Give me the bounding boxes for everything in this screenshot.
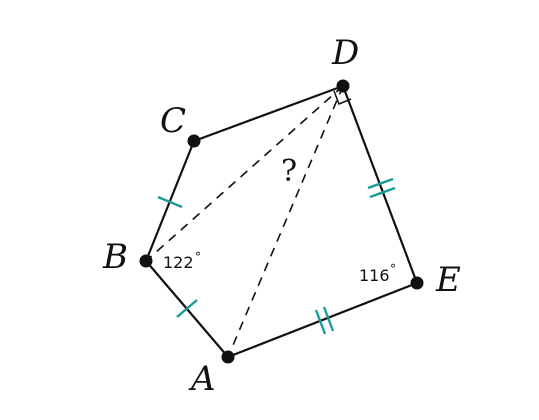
diagonal-da	[227, 85, 344, 358]
diagonal-ae	[227, 282, 418, 358]
vertex-points	[139, 79, 424, 364]
unknown-angle-label: ?	[281, 154, 297, 189]
tick-side-bc	[157, 195, 183, 209]
tick-side-ea-1	[314, 309, 327, 335]
vertex-point-b	[139, 254, 153, 268]
tick-side-ab	[176, 299, 198, 318]
vertex-point-d	[336, 79, 350, 93]
angle-e-degree: °	[390, 262, 396, 276]
vertex-label-e: E	[435, 260, 461, 300]
diagonals	[145, 85, 418, 358]
tick-side-de-2	[369, 186, 396, 199]
right-angle-marker	[333, 90, 352, 105]
tick-marks	[157, 177, 396, 335]
vertex-label-b: B	[102, 237, 128, 277]
angle-b-degree: °	[195, 250, 201, 264]
vertex-label-c: C	[160, 101, 186, 141]
vertex-point-c	[187, 134, 201, 148]
angle-b-value: 122	[163, 253, 194, 272]
diagonal-db	[145, 85, 344, 262]
tick-side-de-1	[367, 177, 394, 190]
vertex-label-a: A	[188, 359, 216, 399]
vertex-label-d: D	[331, 33, 359, 73]
tick-side-ea-2	[322, 306, 335, 332]
side-cd	[193, 84, 344, 143]
pentagon-sides	[144, 84, 419, 359]
vertex-point-e	[410, 276, 424, 290]
angle-e-value: 116	[359, 266, 390, 285]
vertex-point-a	[221, 350, 235, 364]
